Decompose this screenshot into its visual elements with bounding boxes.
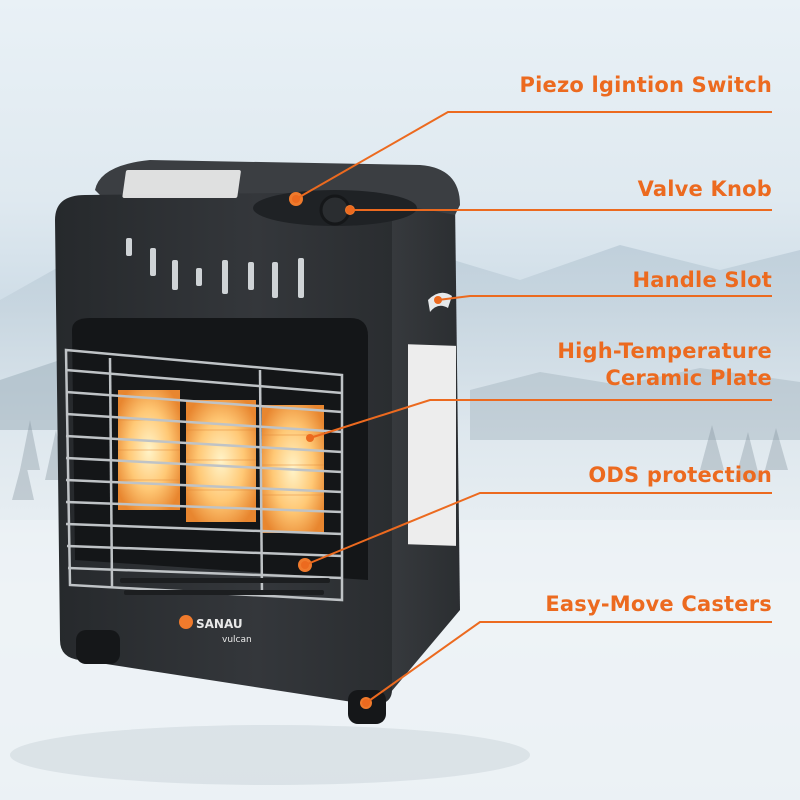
valve-knob — [319, 194, 351, 226]
callout-ods-label: ODS protection — [588, 463, 772, 487]
callout-leaders — [295, 111, 772, 704]
leader-piezo — [295, 111, 772, 200]
heater-body — [55, 160, 460, 724]
brand-logo-icon — [179, 615, 193, 629]
callout-casters-label: Easy-Move Casters — [545, 592, 772, 616]
leader-handle — [437, 295, 772, 301]
callout-handle-slot-label: Handle Slot — [632, 268, 772, 292]
model-name: vulcan — [222, 635, 252, 645]
callout-piezo-label: Piezo lgintion Switch — [519, 73, 772, 97]
ceramic-plate-center — [186, 400, 256, 522]
wire-guard — [64, 348, 344, 602]
brand-name: SANAU — [196, 617, 243, 631]
leader-ceramic — [309, 399, 772, 439]
leader-ods — [304, 492, 772, 566]
callout-ceramic-plate-label: High-Temperature Ceramic Plate — [557, 339, 772, 390]
leader-casters — [365, 621, 772, 704]
callout-valve-knob-label: Valve Knob — [637, 177, 772, 201]
